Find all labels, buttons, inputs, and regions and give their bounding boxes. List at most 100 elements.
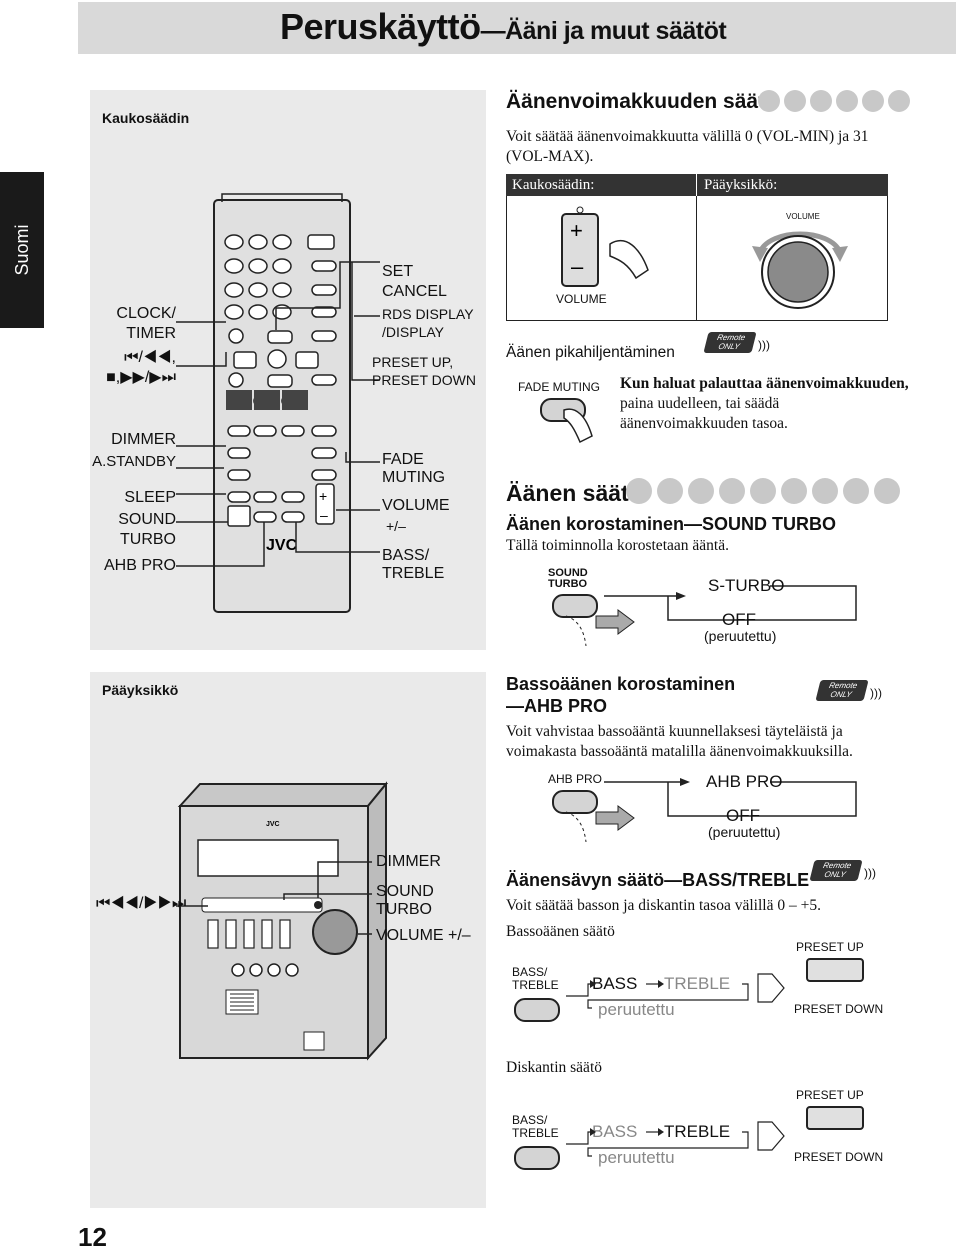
remote-illustration: + – JVC — [176, 193, 380, 613]
remote-volume-illustration: + – — [561, 206, 649, 287]
preset-up-label-2: PRESET UP — [796, 1088, 864, 1102]
ahb-cancelled-label: (peruutettu) — [708, 824, 781, 840]
volume-text: Voit säätää äänenvoimakkuutta välillä 0 … — [506, 128, 869, 165]
quick-mute-title: Äänen pikahiljentäminen — [506, 344, 675, 361]
title-dots — [758, 90, 914, 117]
title-sub: —Ääni ja muut säätöt — [480, 17, 727, 45]
turbo-btn-label: SOUND TURBO — [548, 567, 588, 590]
bass-treble-button-1[interactable] — [514, 998, 560, 1022]
main-label-skip: ⏮◀◀/▶▶⏭ — [96, 895, 187, 912]
sound-turbo-button[interactable] — [552, 594, 598, 618]
preset-up-label-1: PRESET UP — [796, 940, 864, 954]
tone-text: Voit säätää basson ja diskantin tasoa vä… — [506, 897, 821, 914]
main-unit-illustration: JVC — [176, 781, 389, 1061]
remote-label-clock: CLOCK/ — [116, 305, 176, 322]
main-unit-panel-label: Pääyksikkö — [102, 682, 179, 698]
page-header — [78, 2, 956, 54]
sound-turbo-text: Tällä toiminnolla korostetaan ääntä. — [506, 537, 729, 554]
preset-up-button-1[interactable] — [806, 958, 864, 982]
turbo-cancelled-label: (peruutettu) — [704, 628, 777, 644]
quick-text: paina uudelleen, tai säädä äänenvoimakku… — [620, 395, 788, 432]
bass-treble-button-2[interactable] — [514, 1146, 560, 1170]
fade-muting-label: FADE MUTING — [518, 380, 601, 394]
preset-down-label-2: PRESET DOWN — [794, 1150, 884, 1164]
remote-brand: JVC — [266, 537, 298, 554]
remote-label-muting: MUTING — [382, 469, 446, 486]
remote-label-rds: RDS DISPLAY — [382, 306, 474, 322]
svg-text:–: – — [320, 507, 328, 523]
bass-active-1: BASS — [592, 974, 638, 993]
language-tab-label: Suomi — [12, 224, 32, 276]
remote-label-timer: TIMER — [126, 325, 176, 342]
knob-label: VOLUME — [786, 212, 820, 221]
remote-label-bass: BASS/ — [382, 547, 430, 564]
remote-label-preset-up: PRESET UP, — [372, 354, 454, 370]
volume-knob-icon[interactable] — [740, 222, 860, 318]
quick-mute-text: Kun haluat palauttaa äänenvoimakkuuden, … — [620, 374, 910, 434]
remote-label-volume-pm: +/– — [386, 518, 406, 534]
svg-text:+: + — [570, 218, 583, 243]
svg-text:–: – — [571, 254, 584, 279]
remote-label-volume: VOLUME — [382, 497, 450, 514]
title-main: Peruskäyttö — [280, 6, 481, 47]
volume-table-body — [506, 196, 888, 321]
remote-label-set: SET — [382, 263, 414, 280]
main-label-sound: SOUND — [376, 883, 434, 900]
tone-title: Äänensävyn säätö—BASS/TREBLE — [506, 870, 810, 890]
signal-icon-3: ))) — [864, 866, 876, 880]
peruutettu-2: peruutettu — [598, 1148, 675, 1167]
remote-label-sleep: SLEEP — [124, 489, 176, 506]
remote-label-ahb: AHB PRO — [103, 557, 176, 574]
peruutettu-1: peruutettu — [598, 1000, 675, 1019]
treble-flow — [566, 1121, 785, 1157]
title-dots-2 — [626, 478, 905, 509]
treble-inactive-1: TREBLE — [664, 974, 731, 993]
remote-label-prev: ⏮/◀◀, — [124, 349, 176, 366]
remote-label-display: /DISPLAY — [382, 324, 444, 340]
ahb-btn-label: AHB PRO — [548, 772, 603, 786]
col-remote: Kaukosäädin: — [512, 177, 595, 193]
finger-icon — [563, 408, 593, 444]
volume-table-header: Kaukosäädin: Pääyksikkö: — [506, 174, 888, 196]
turbo-off-label: OFF — [722, 610, 756, 629]
main-label-turbo: TURBO — [376, 901, 432, 918]
remote-label-preset-down: PRESET DOWN — [372, 372, 476, 388]
sound-section-title: Äänen säätö — [506, 480, 643, 506]
ahb-on-label: AHB PRO — [706, 772, 783, 791]
page-title: Peruskäyttö—Ääni ja muut säätöt — [280, 6, 727, 48]
main-unit-brand: JVC — [266, 821, 280, 828]
ahb-title-2: —AHB PRO — [506, 696, 608, 716]
bass-inactive-2: BASS — [592, 1122, 638, 1141]
turbo-flow — [565, 585, 857, 647]
ahb-text: Voit vahvistaa bassoääntä kuunnellaksesi… — [506, 723, 853, 760]
signal-icon: ))) — [758, 338, 770, 352]
remote-label-sound: SOUND — [118, 511, 176, 528]
treble-active-2: TREBLE — [664, 1122, 731, 1141]
ahb-flow — [565, 778, 857, 843]
col-main: Pääyksikkö: — [704, 177, 778, 193]
preset-down-label-1: PRESET DOWN — [794, 1002, 884, 1016]
bass-sub-title: Bassoäänen säätö — [506, 923, 615, 940]
ahb-off-label: OFF — [726, 806, 760, 825]
volume-section-title: Äänenvoimakkuuden säätö — [506, 90, 778, 113]
main-label-volume: VOLUME +/– — [376, 927, 471, 944]
page-number: 12 — [78, 1222, 107, 1252]
ahb-pro-button[interactable] — [552, 790, 598, 814]
ahb-title-1: Bassoäänen korostaminen — [506, 674, 736, 694]
sound-turbo-title: Äänen korostaminen—SOUND TURBO — [506, 514, 837, 534]
language-tab: Suomi — [0, 172, 44, 328]
remote-label-fade: FADE — [382, 451, 424, 468]
remote-label-treble: TREBLE — [382, 565, 445, 582]
bt-btn-label-1: BASS/TREBLE — [512, 965, 559, 992]
treble-sub-title: Diskantin säätö — [506, 1059, 602, 1076]
bass-flow — [566, 973, 785, 1009]
bt-btn-label-2: BASS/TREBLE — [512, 1113, 559, 1140]
remote-label-next: ■,▶▶/▶⏭ — [106, 369, 176, 386]
remote-label-cancel: CANCEL — [382, 283, 447, 300]
remote-label-dimmer: DIMMER — [111, 431, 176, 448]
svg-text:+: + — [319, 488, 327, 504]
preset-up-button-2[interactable] — [806, 1106, 864, 1130]
s-turbo-label: S-TURBO — [708, 576, 785, 595]
